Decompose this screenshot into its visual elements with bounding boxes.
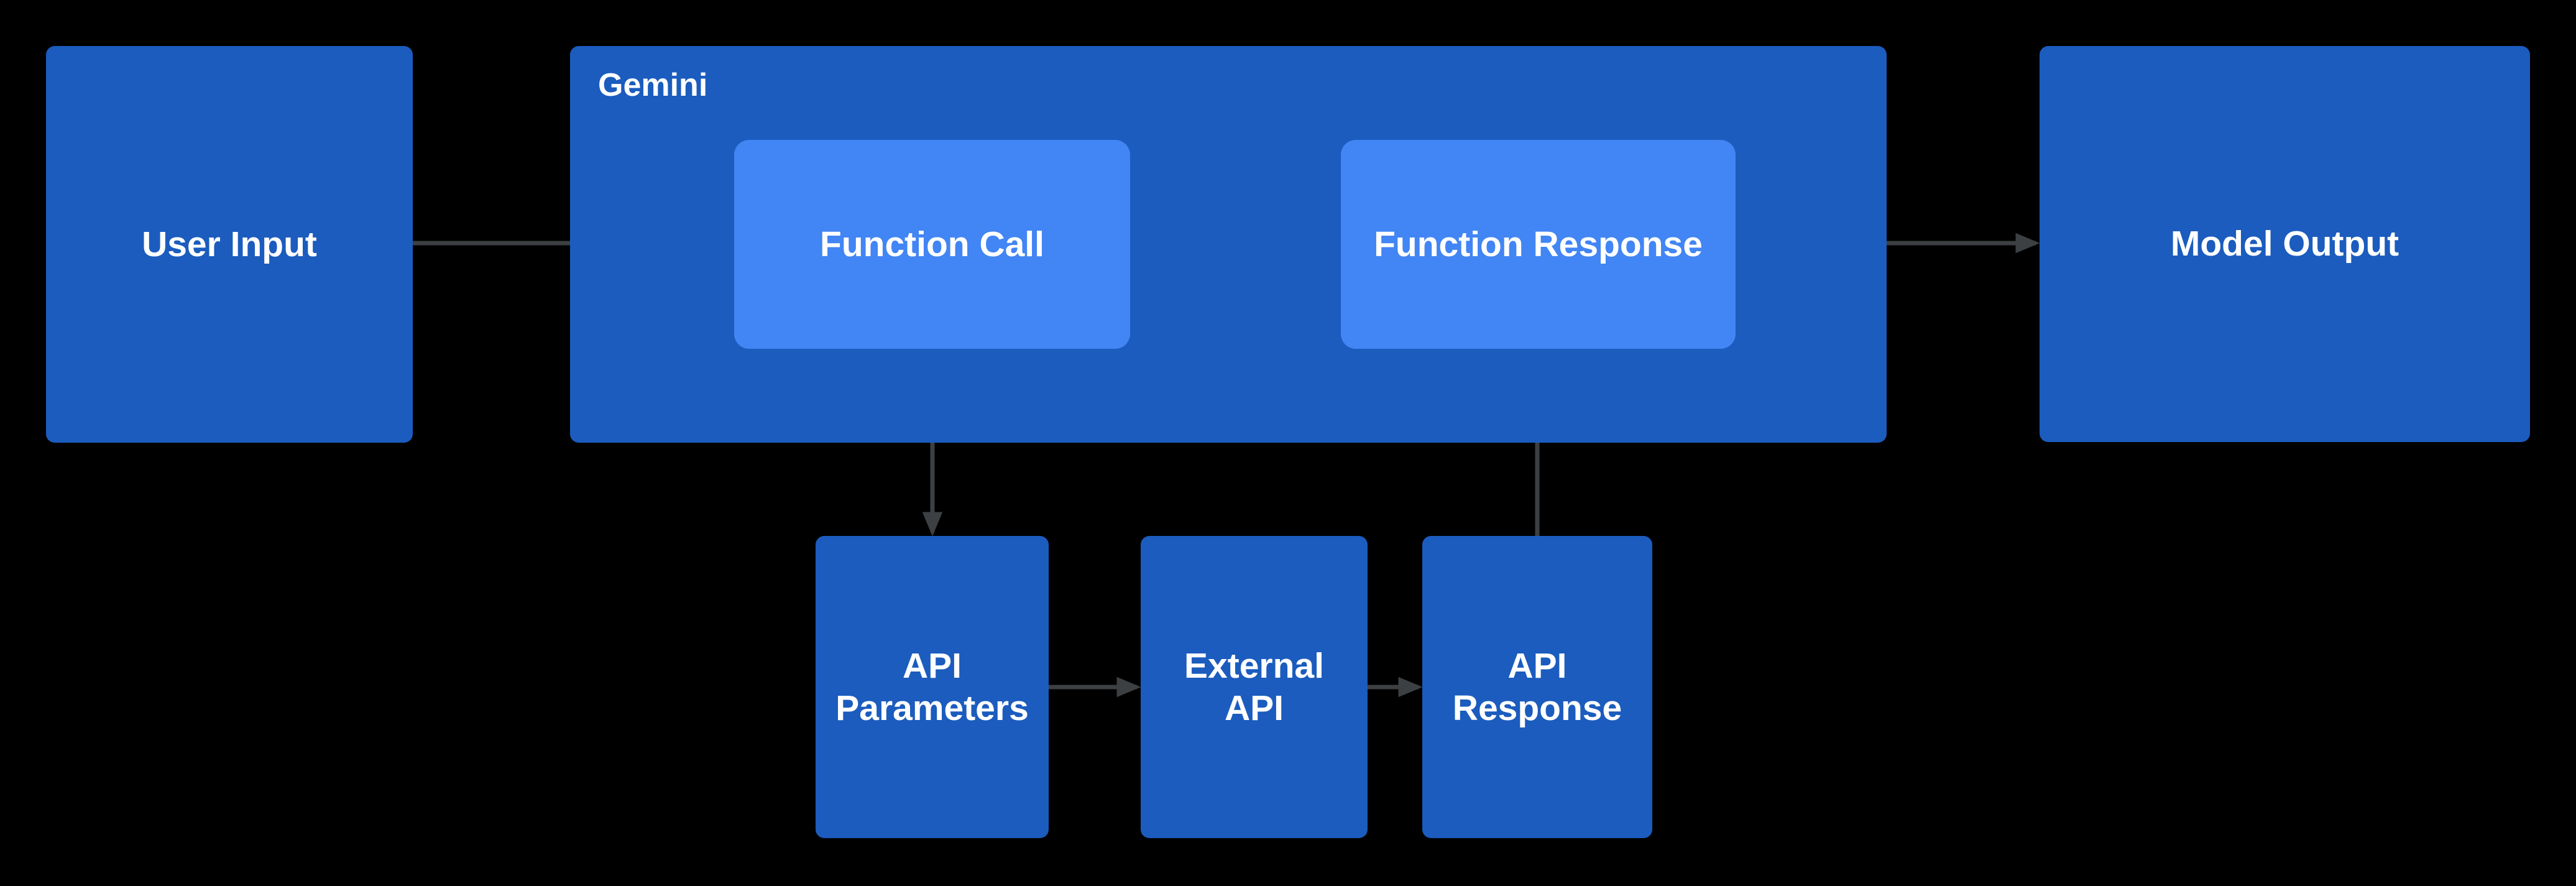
node-user-input: User Input (46, 46, 413, 443)
node-api-parameters: API Parameters (816, 536, 1049, 838)
node-function-call: Function Call (734, 140, 1130, 349)
node-function-response: Function Response (1341, 140, 1736, 349)
node-api-parameters-label: API Parameters (835, 645, 1029, 728)
gemini-container-label: Gemini (598, 67, 708, 103)
node-function-call-label: Function Call (820, 224, 1044, 264)
node-function-response-label: Function Response (1374, 224, 1703, 264)
node-external-api: External API (1141, 536, 1368, 838)
node-api-response-label: API Response (1452, 645, 1622, 728)
node-model-output: Model Output (2040, 46, 2530, 442)
node-external-api-label: External API (1184, 645, 1324, 728)
node-user-input-label: User Input (142, 224, 317, 264)
node-model-output-label: Model Output (2170, 224, 2399, 264)
node-api-response: API Response (1422, 536, 1652, 838)
